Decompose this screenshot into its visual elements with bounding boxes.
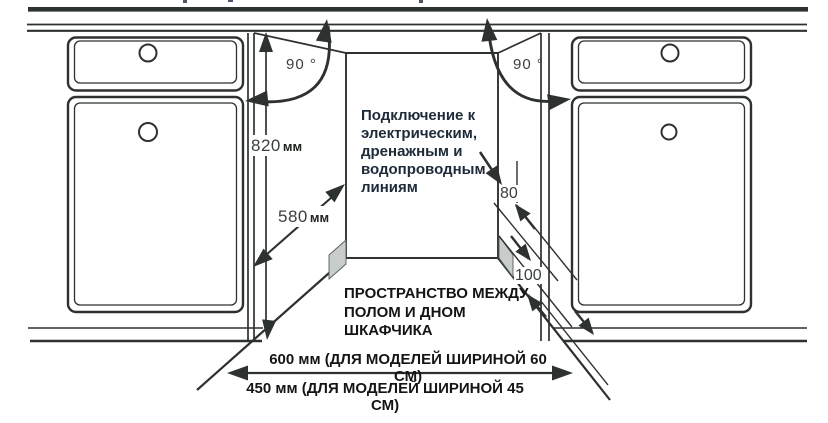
mounting-blocks (328, 234, 514, 280)
width-label-600: 600 мм (ДЛЯ МОДЕЛЕЙ ШИРИНОЙ 60 СМ) (269, 351, 547, 385)
dim100-down-arrowhead (578, 317, 594, 335)
left-drawer-knob (138, 43, 158, 63)
dimension-80-100 (493, 161, 609, 386)
left-door-knob (138, 122, 158, 142)
right-mounting-block (498, 234, 514, 279)
dim600-right-arrowhead (552, 365, 573, 381)
connection-note: Подключение к электрическим, дренажным и… (361, 107, 486, 196)
dim80-up-arrowhead (515, 204, 531, 222)
left-mounting-block (328, 239, 347, 280)
left-cabinet (66, 32, 347, 341)
right-door-front (570, 95, 753, 314)
cropped-text-remnant (183, 0, 423, 3)
dim-820-value: 820 (251, 136, 281, 155)
callout-arrowhead (485, 165, 502, 185)
right-drawer-bevel (577, 40, 746, 84)
right-door-bevel (577, 102, 746, 306)
width-label-450: 450 мм (ДЛЯ МОДЕЛЕЙ ШИРИНОЙ 45 СМ) (246, 380, 524, 414)
arc-left-up-arrowhead (315, 19, 332, 43)
dim-820-unit: мм (282, 139, 303, 154)
left-drawer-bevel (73, 40, 238, 84)
dimension-label-80: 80 (499, 185, 519, 202)
dim820-up-arrowhead (259, 32, 273, 52)
label-backing-580 (276, 206, 337, 227)
left-door-bevel (73, 102, 238, 306)
right-cabinet (497, 32, 753, 341)
dim-580-unit: мм (309, 210, 330, 225)
label-backing-820 (249, 135, 306, 156)
dim600-left-arrowhead (227, 365, 248, 381)
dimension-label-100: 100 (514, 267, 543, 284)
dimension-600 (227, 365, 573, 381)
dimension-820 (259, 32, 277, 340)
dim80-down-arrowhead (515, 243, 531, 261)
dim580-upper-arrowhead (325, 184, 345, 203)
arc-left-left-arrowhead (245, 90, 269, 107)
countertop (27, 7, 808, 32)
angle-label-left: 90 ° (286, 56, 317, 73)
door-opening-arc-left (245, 19, 332, 107)
dim580-lower-arrowhead (253, 248, 273, 267)
left-door-front (66, 95, 245, 314)
right-drawer-knob (660, 43, 680, 63)
arc-right-right-arrowhead (547, 94, 571, 111)
right-door-knob (660, 123, 678, 141)
angle-label-right: 90 ° (513, 56, 544, 73)
dim100-up-arrowhead (527, 294, 543, 312)
dim-580-value: 580 (278, 207, 308, 226)
floor-space-note: ПРОСТРАНСТВО МЕЖДУ ПОЛОМ И ДНОМ ШКАФЧИКА (344, 285, 529, 339)
left-drawer-front (66, 36, 245, 92)
niche-back-wall (345, 52, 499, 260)
right-drawer-front (570, 36, 753, 92)
dim820-down-arrowhead (262, 319, 277, 340)
connection-callout-arrow (478, 151, 502, 185)
door-opening-arc-right (481, 18, 571, 111)
arc-right-up-arrowhead (481, 18, 498, 42)
